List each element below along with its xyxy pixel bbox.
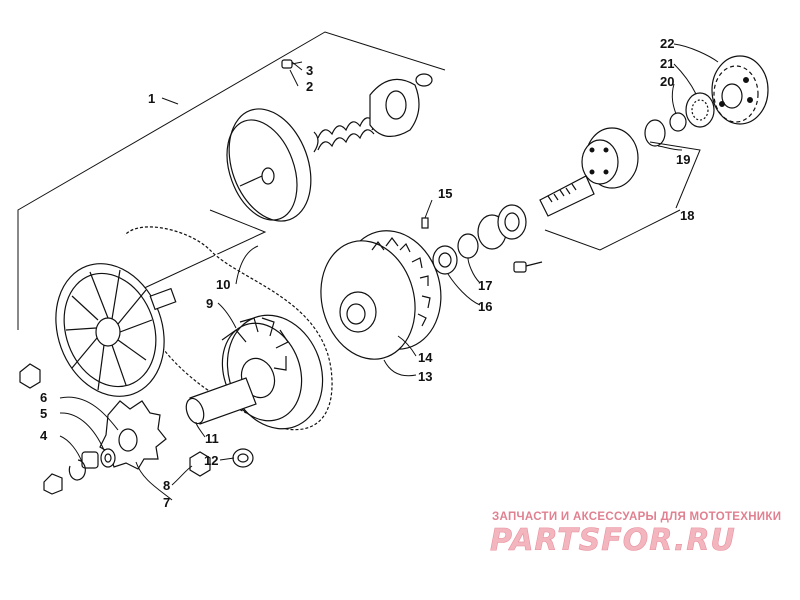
- bushing-6: [81, 451, 99, 469]
- leader-lines: [59, 43, 719, 501]
- clutch-spring: [313, 107, 377, 153]
- callout-8: 8: [163, 478, 170, 493]
- secondary-hub: [539, 127, 639, 217]
- callout-labels: 1 2 3 4 5 6 7 8 9 10 11 12 13 14 15 16 1…: [40, 36, 694, 510]
- seal-17: [457, 233, 479, 259]
- callout-15: 15: [438, 186, 452, 201]
- callout-21: 21: [660, 56, 674, 71]
- gear-22: [711, 55, 769, 125]
- bearing-21: [685, 92, 715, 128]
- drive-clutch-sheave: [226, 108, 312, 222]
- callout-11: 11: [205, 431, 219, 446]
- bushing-20: [669, 112, 687, 132]
- callout-17: 17: [478, 278, 492, 293]
- callout-3: 3: [306, 63, 313, 78]
- pin-15: [421, 199, 433, 229]
- driven-fan-sheave: [55, 263, 177, 397]
- watermark: ЗАПЧАСТИ И АКСЕССУАРЫ ДЛЯ МОТОТЕХНИКИ PA…: [490, 511, 781, 558]
- callout-9: 9: [206, 296, 213, 311]
- callout-18: 18: [680, 208, 694, 223]
- callout-13: 13: [418, 369, 432, 384]
- callout-12: 12: [204, 453, 218, 468]
- callout-6: 6: [40, 390, 47, 405]
- watermark-tagline: ЗАПЧАСТИ И АКСЕССУАРЫ ДЛЯ МОТОТЕХНИКИ: [492, 511, 781, 523]
- bearing-assembly: [477, 204, 527, 250]
- callout-5: 5: [40, 406, 47, 421]
- driven-shaft: [185, 377, 257, 425]
- callout-2: 2: [306, 79, 313, 94]
- callout-19: 19: [676, 152, 690, 167]
- callout-16: 16: [478, 299, 492, 314]
- bearing-16: [432, 245, 458, 275]
- nut-lower-left: [43, 473, 63, 495]
- snap-ring-4: [68, 459, 86, 481]
- watermark-logo: PARTSFOR.RU: [490, 523, 736, 558]
- slider-button-8: [189, 451, 211, 477]
- bolt-right: [513, 261, 543, 273]
- assembly-bracket-1: [17, 31, 446, 330]
- nut-top-left: [19, 363, 41, 389]
- assembly-bracket-18: [544, 141, 701, 251]
- nut-12: [232, 448, 254, 468]
- callout-14: 14: [418, 350, 433, 365]
- clutch-spider: [369, 73, 433, 137]
- washer-5: [100, 448, 116, 468]
- callout-4: 4: [40, 428, 48, 443]
- circlip-19: [644, 119, 666, 147]
- driven-gear-sprocket: [320, 230, 442, 360]
- callout-7: 7: [163, 495, 170, 510]
- small-bolt: [281, 59, 303, 69]
- callout-22: 22: [660, 36, 674, 51]
- callout-1: 1: [148, 91, 155, 106]
- callout-20: 20: [660, 74, 674, 89]
- callout-10: 10: [216, 277, 230, 292]
